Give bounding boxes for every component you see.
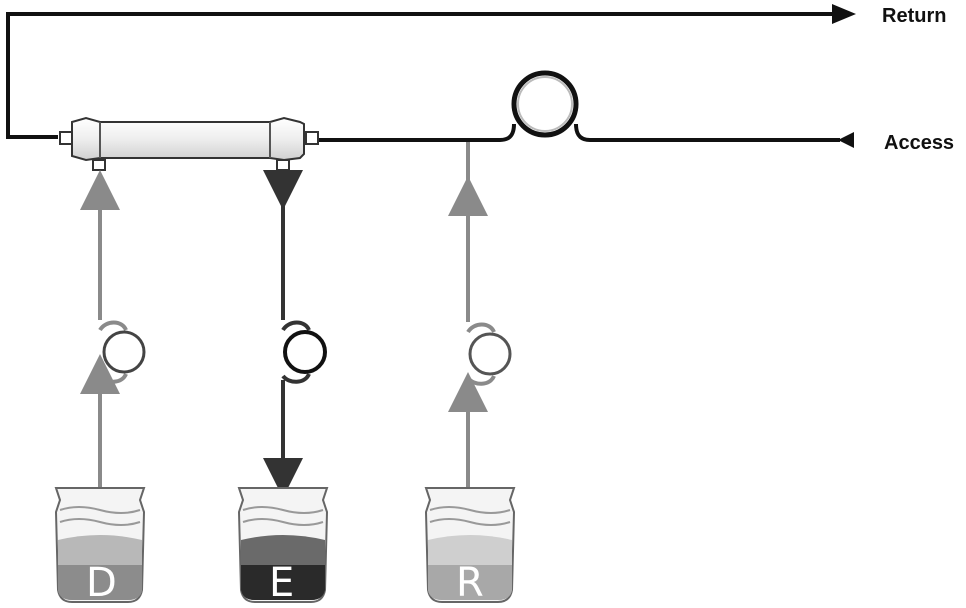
- return-line: [6, 4, 856, 139]
- access-arrow-icon: [838, 132, 854, 148]
- replacement-pump-icon: [466, 322, 512, 386]
- access-line: [318, 123, 854, 148]
- effluent-bag: E: [237, 487, 329, 606]
- return-label: Return: [882, 5, 946, 27]
- dialysate-pump-icon: [98, 320, 146, 384]
- return-arrow-icon: [832, 4, 856, 24]
- dialysate-bag-label: D: [86, 560, 117, 606]
- replacement-bag-label: R: [456, 560, 484, 606]
- blood-pump-icon: [511, 70, 579, 138]
- dialysate-bag: D: [54, 487, 146, 606]
- replacement-bag: R: [424, 487, 516, 606]
- access-label: Access: [884, 132, 954, 154]
- effluent-pump-icon: [281, 320, 327, 384]
- effluent-bag-label: E: [269, 560, 294, 606]
- hemofilter: [59, 116, 319, 171]
